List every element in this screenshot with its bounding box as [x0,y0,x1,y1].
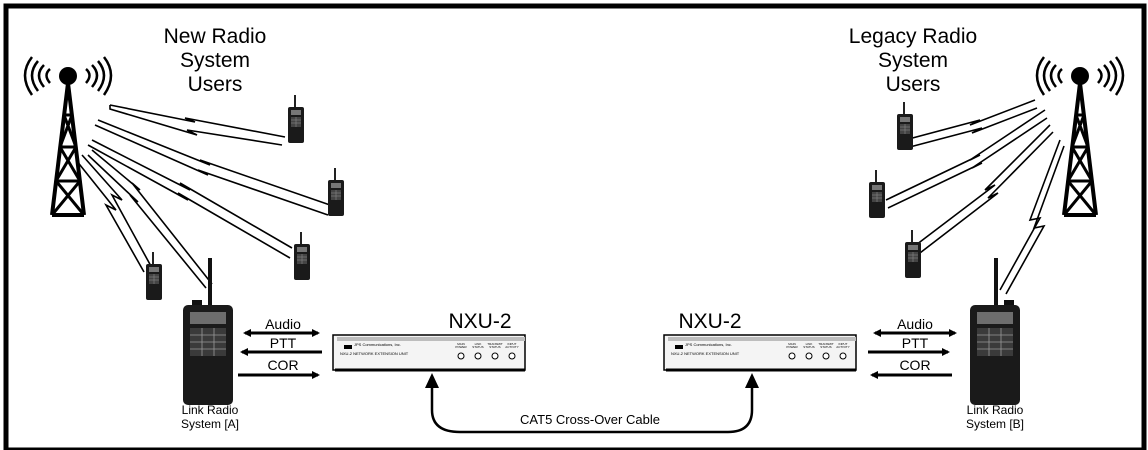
indicator-label: LINK STATUS [803,342,815,350]
signal-arrows-right [868,329,957,379]
handheld-radio-icon [293,231,311,281]
signal-label-audio-right: Audio [897,316,933,332]
nxu2-title-right: NXU-2 [678,310,742,333]
diagram-frame [3,3,1147,450]
nxu2-brand-right: JPS Communications, Inc. [685,342,732,347]
indicator-label: INPUT ACTIVITY [836,342,850,350]
indicator-label: TRANSMIT STATUS [818,342,834,350]
indicator-label: INPUT ACTIVITY [505,342,519,350]
nxu2-device-right [663,334,857,372]
signal-label-cor-right: COR [899,357,931,373]
signal-label-audio-left: Audio [265,316,301,332]
handheld-radio-icon [904,229,922,279]
handheld-radio-icon [287,94,305,144]
nxu2-subtitle-right: NXU-2 NETWORK EXTENSION UNIT [671,351,740,356]
nxu2-subtitle-left: NXU-2 NETWORK EXTENSION UNIT [340,351,409,356]
cat5-cable [430,377,754,434]
wireless-links-left [75,104,331,289]
handheld-radio-icon [327,167,345,217]
nxu2-title-left: NXU-2 [448,310,512,333]
link-radio-a-label: Link Radio System [A] [180,403,239,431]
link-radio-icon-a [183,258,233,405]
nxu2-device-left [332,334,526,372]
cable-label: CAT5 Cross-Over Cable [520,412,660,427]
indicator-label: LINK STATUS [472,342,484,350]
radio-tower-icon-left [23,55,113,217]
indicator-label: TRANSMIT STATUS [487,342,503,350]
wireless-links-right [885,99,1065,295]
link-radio-icon-b [970,258,1020,405]
signal-label-cor-left: COR [267,357,299,373]
signal-arrows-left [238,329,322,379]
signal-label-ptt-left: PTT [269,335,297,351]
handheld-radio-icon [868,169,886,219]
handheld-radio-icon [896,101,914,151]
indicator-label: MAIN POWER [455,342,467,350]
link-radio-b-label: Link Radio System [B] [965,403,1024,431]
signal-label-ptt-right: PTT [901,335,929,351]
new-users-label: New Radio System Users [163,25,267,97]
legacy-users-label: Legacy Radio System Users [848,25,978,97]
indicator-label: MAIN POWER [786,342,798,350]
nxu2-brand-left: JPS Communications, Inc. [354,342,401,347]
handheld-radio-icon [145,251,163,301]
